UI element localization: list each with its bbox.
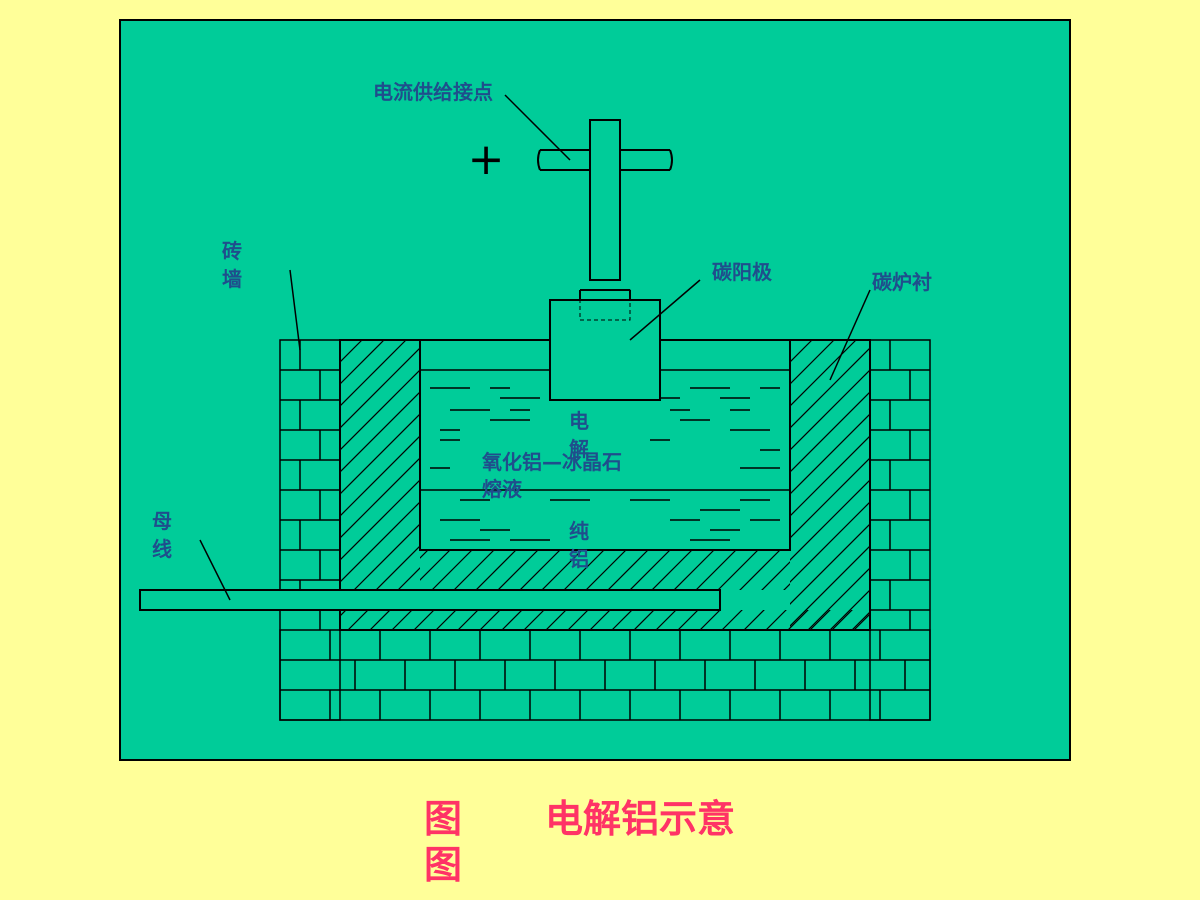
figure-caption-title: 电解铝示意	[545, 797, 736, 841]
busbar-label-2: 线	[152, 537, 172, 561]
pure-aluminum-label-1: 纯	[569, 519, 589, 543]
electrolysis-label-1: 电	[569, 409, 589, 433]
alumina-melt-label-1: 氧化铝—冰晶石	[481, 450, 622, 474]
figure-caption-label: 图 图	[424, 797, 463, 887]
brick-wall-label-2: 墙	[222, 267, 242, 291]
current-contact-label: 电流供给接点	[373, 80, 493, 104]
anode-rod	[537, 119, 673, 281]
carbon-anode-label: 碳阳极	[712, 260, 773, 284]
busbar	[139, 589, 721, 611]
alumina-melt-label-2: 熔液	[482, 477, 523, 501]
leader-lines	[199, 94, 871, 601]
pure-aluminum-label-2: 铝	[569, 547, 589, 571]
busbar-label-1: 母	[152, 509, 172, 533]
carbon-lining-label: 碳炉衬	[872, 270, 932, 294]
carbon-anode-block	[549, 289, 661, 401]
electrolysis-label-2: 解	[569, 437, 589, 461]
plus-sign: +	[468, 134, 505, 185]
brick-wall-label-1: 砖	[222, 239, 242, 263]
